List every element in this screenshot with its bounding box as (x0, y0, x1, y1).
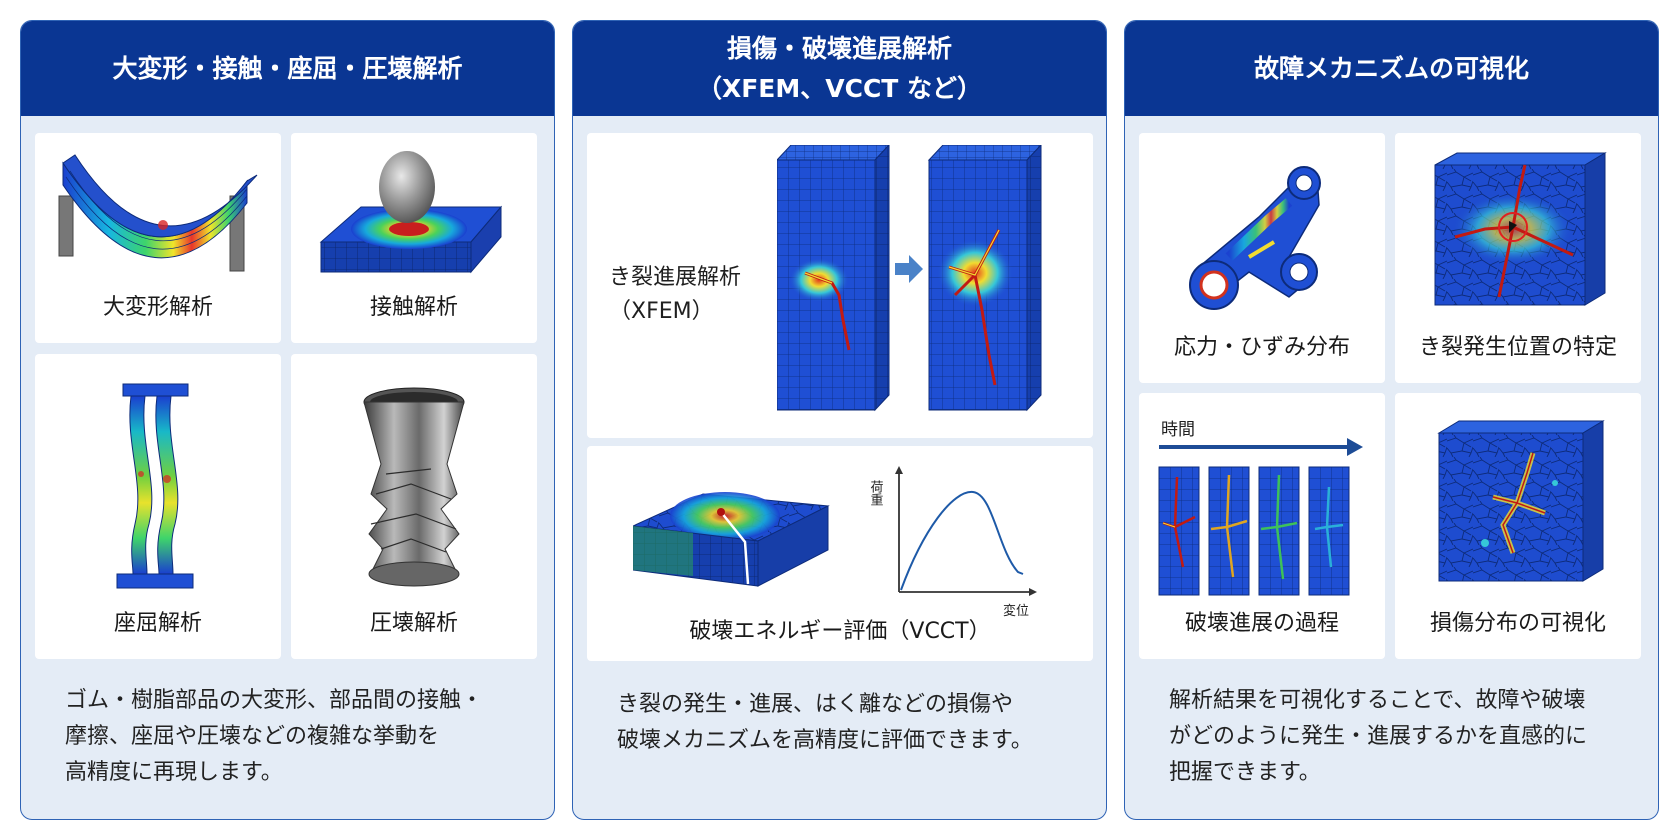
timeline-arrow-icon (1347, 438, 1363, 456)
card-xfem: き裂進展解析 （XFEM） (587, 133, 1093, 438)
description-line: 摩擦、座屈や圧壊などの複雑な挙動を (65, 724, 440, 749)
panel-large-deformation: 大変形・接触・座屈・圧壊解析 大変形解析 接触解析 (20, 20, 555, 820)
caption: 大変形解析 (102, 295, 213, 320)
xfem-label-line: き裂進展解析 (609, 265, 742, 290)
load-curve (900, 490, 1024, 591)
panel-failure-visualization: 故障メカニズムの可視化 応力・ひずみ分布 き裂発生位置の特定 (1124, 20, 1659, 820)
card-fracture-progression: 時間 破壊進展の過程 (1139, 393, 1385, 659)
bracket-stress-illustration (1189, 166, 1321, 310)
xfem-label-line: （XFEM） (609, 299, 714, 324)
card-crush: 圧壊解析 (291, 354, 537, 659)
caption: き裂発生位置の特定 (1418, 335, 1617, 360)
vcct-plate-illustration (633, 492, 830, 587)
card-crack-origin: き裂発生位置の特定 (1395, 133, 1641, 383)
caption: 接触解析 (369, 295, 458, 320)
description-line: ゴム・樹脂部品の大変形、部品間の接触・ (65, 688, 484, 713)
damage-cube-illustration (1437, 420, 1605, 582)
load-displacement-graph: 荷重 変位 (868, 466, 1037, 619)
description-line: 高精度に再現します。 (65, 760, 283, 785)
caption: 破壊進展の過程 (1184, 611, 1339, 636)
panel-subtitle: （XFEM、VCCT など） (696, 73, 983, 103)
bending-beam-illustration (58, 154, 258, 272)
card-contact: 接触解析 (291, 133, 537, 343)
panel-title: 大変形・接触・座屈・圧壊解析 (112, 53, 463, 83)
buckling-column-illustration (116, 383, 194, 589)
description-line: 破壊メカニズムを高精度に評価できます。 (617, 728, 1033, 753)
xfem-label: き裂進展解析 （XFEM） (609, 261, 741, 329)
graph-xlabel: 変位 (1003, 603, 1029, 619)
panel-header: 損傷・破壊進展解析 （XFEM、VCCT など） (573, 21, 1106, 116)
sphere-contact-illustration (319, 151, 503, 274)
description-line: がどのように発生・進展するかを直感的に (1169, 724, 1588, 749)
card-vcct: 荷重 変位 破壊エネルギー評価（VCCT） (587, 446, 1093, 661)
crushed-can-illustration (363, 387, 465, 587)
time-label: 時間 (1161, 420, 1195, 440)
panel-header: 故障メカニズムの可視化 (1125, 21, 1658, 116)
panel-title: 故障メカニズムの可視化 (1253, 53, 1529, 83)
description-line: 把握できます。 (1169, 760, 1321, 785)
graph-ylabel: 荷重 (868, 480, 884, 506)
caption: 損傷分布の可視化 (1429, 611, 1606, 636)
description-line: き裂の発生・進展、はく離などの損傷や (617, 692, 1014, 717)
panel-header: 大変形・接触・座屈・圧壊解析 (21, 21, 554, 116)
caption: 座屈解析 (113, 611, 202, 636)
panel-description: き裂の発生・進展、はく離などの損傷や 破壊メカニズムを高精度に評価できます。 (617, 687, 1076, 759)
card-damage-distribution: 損傷分布の可視化 (1395, 393, 1641, 659)
card-stress-strain: 応力・ひずみ分布 (1139, 133, 1385, 383)
caption: 応力・ひずみ分布 (1173, 335, 1350, 360)
arrow-right-icon (895, 255, 923, 283)
card-large-deformation: 大変形解析 (35, 133, 281, 343)
fracture-sequence-illustration (1158, 438, 1363, 596)
panel-description: ゴム・樹脂部品の大変形、部品間の接触・ 摩擦、座屈や圧壊などの複雑な挙動を 高精… (65, 683, 524, 791)
caption: 破壊エネルギー評価（VCCT） (689, 619, 991, 644)
panel-title: 損傷・破壊進展解析 (726, 33, 952, 63)
card-buckling: 座屈解析 (35, 354, 281, 659)
description-line: 解析結果を可視化することで、故障や破壊 (1169, 688, 1586, 713)
caption: 圧壊解析 (369, 611, 458, 636)
panel-damage-fracture: 損傷・破壊進展解析 （XFEM、VCCT など） き裂進展解析 （XFEM） (572, 20, 1107, 820)
crack-origin-cube-illustration (1434, 152, 1607, 306)
xfem-crack-illustration (777, 145, 1042, 412)
panel-description: 解析結果を可視化することで、故障や破壊 がどのように発生・進展するかを直感的に … (1169, 683, 1628, 791)
